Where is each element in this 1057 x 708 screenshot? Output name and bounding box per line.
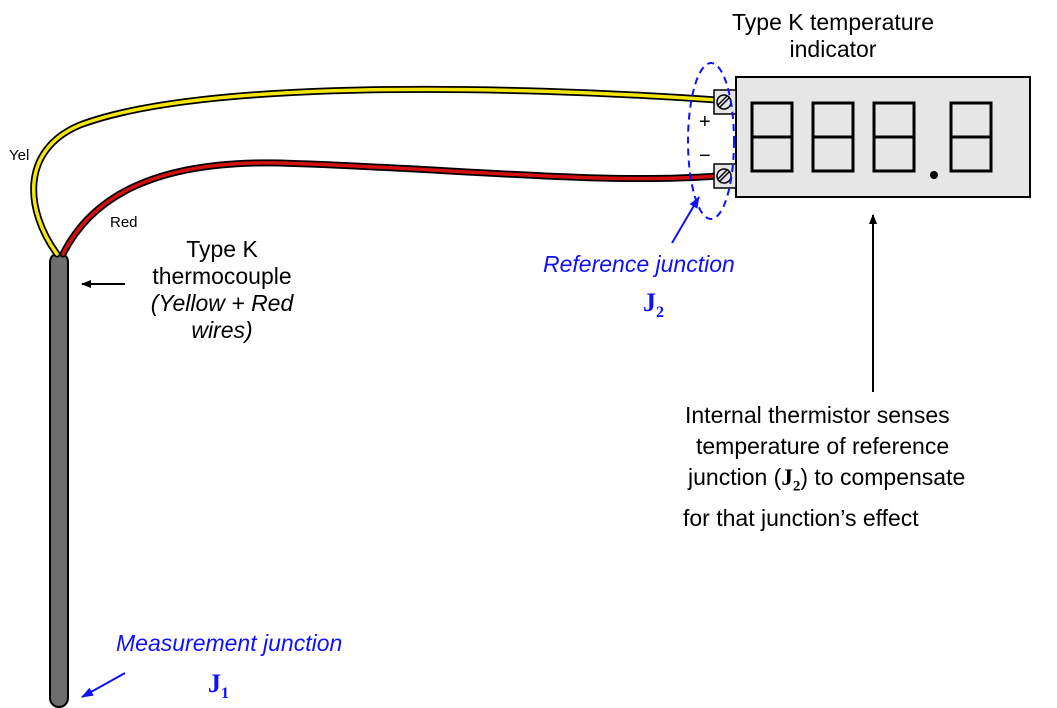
- indicator-title-line2: indicator: [789, 36, 877, 62]
- measurement-junction-symbol-letter: J: [208, 669, 221, 698]
- thermistor-note-line4: for that junction’s effect: [683, 504, 919, 531]
- thermistor-note-j2-subscript: 2: [792, 478, 801, 495]
- thermocouple-label-line1: Type K: [186, 236, 258, 262]
- reference-junction-symbol-letter: J: [643, 288, 656, 317]
- thermocouple-label-line4: wires): [191, 317, 253, 343]
- thermistor-note-j2: J2: [781, 465, 800, 495]
- reference-junction-arrow: [671, 196, 700, 244]
- measurement-junction-symbol-subscript: 1: [221, 685, 229, 703]
- reference-junction-symbol: J2: [643, 288, 664, 322]
- measurement-junction-symbol: J1: [208, 669, 229, 703]
- plus-sign: +: [699, 111, 711, 133]
- display-digit-3: [872, 101, 916, 173]
- yellow-wire-label: Yel: [9, 147, 30, 164]
- thermistor-note: Internal thermistor senses temperature o…: [680, 400, 965, 534]
- thermocouple-label: Type K thermocouple (Yellow + Red wires): [112, 236, 332, 344]
- reference-junction-symbol-subscript: 2: [656, 304, 664, 322]
- red-wire-label: Red: [110, 214, 138, 231]
- thermistor-note-j2-letter: J: [781, 465, 793, 490]
- thermocouple-probe: [49, 252, 69, 708]
- decimal-point: [930, 171, 938, 179]
- display-digit-2: [811, 101, 855, 173]
- thermistor-note-line1: Internal thermistor senses: [685, 402, 950, 428]
- measurement-junction-label: Measurement junction: [116, 630, 343, 656]
- reference-junction-label: Reference junction: [543, 251, 735, 277]
- red-wire: [61, 161, 719, 256]
- minus-sign: −: [699, 145, 711, 167]
- thermistor-note-line3-post: ) to compensate: [800, 464, 966, 490]
- display-digit-4: [949, 101, 993, 173]
- thermistor-note-line3-pre: junction (: [688, 464, 782, 490]
- thermocouple-label-line3: (Yellow + Red: [150, 290, 294, 316]
- display-digit-1: [750, 101, 794, 173]
- thermistor-note-line3: junction (J2) to compensate: [680, 462, 965, 503]
- yellow-wire: [31, 87, 719, 256]
- positive-terminal: [713, 89, 737, 115]
- thermistor-note-line2: temperature of reference: [696, 433, 950, 459]
- indicator-title: Type K temperature indicator: [708, 9, 958, 63]
- reference-junction-ellipse: [687, 62, 735, 220]
- indicator-title-line1: Type K temperature: [732, 9, 934, 35]
- thermocouple-label-line2: thermocouple: [152, 263, 292, 289]
- measurement-junction-arrow: [81, 672, 126, 698]
